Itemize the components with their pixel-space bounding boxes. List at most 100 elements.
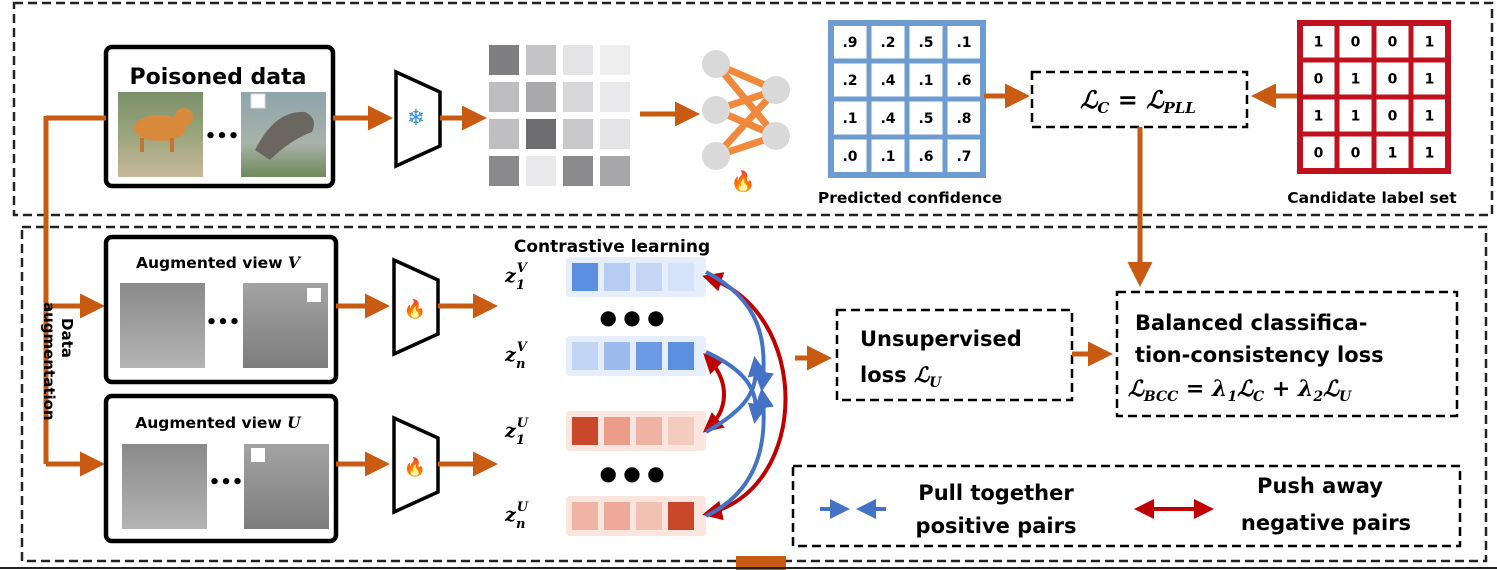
contrastive-learning-title: Contrastive learning bbox=[514, 237, 710, 257]
matrix-cell-value: .6 bbox=[918, 149, 933, 165]
view-u-image-1 bbox=[122, 444, 207, 529]
embedding-cell bbox=[636, 263, 662, 291]
bottom-tab bbox=[736, 556, 786, 570]
matrix-cell-value: 0 bbox=[1388, 109, 1398, 125]
legend-pull-line2: positive pairs bbox=[916, 514, 1077, 538]
view-v-trigger bbox=[307, 288, 321, 302]
ellipsis-top: ••• bbox=[205, 126, 240, 147]
flame-icon: 🔥 bbox=[404, 456, 426, 478]
data-augmentation-label: Dataaugmentation bbox=[40, 302, 76, 421]
matrix-cell-value: 1 bbox=[1388, 146, 1398, 162]
embedding-cell bbox=[668, 417, 694, 445]
contrastive-arrows bbox=[702, 270, 788, 521]
embedding-cell bbox=[668, 502, 694, 530]
embedding-cell bbox=[636, 502, 662, 530]
matrix-cell-value: .0 bbox=[842, 149, 857, 165]
embedding-cell bbox=[604, 502, 630, 530]
legend-pull-line1: Pull together bbox=[918, 481, 1074, 505]
bcc-line1: Balanced classifica- bbox=[1135, 311, 1367, 335]
embedding-cell bbox=[636, 342, 662, 370]
ellipsis-view-u: ••• bbox=[209, 472, 244, 493]
matrix-cell-value: 1 bbox=[1425, 72, 1435, 88]
matrix-cell-value: 0 bbox=[1388, 35, 1398, 51]
feature-cell bbox=[489, 119, 519, 149]
embedding-cell bbox=[668, 342, 694, 370]
matrix-cell-value: .5 bbox=[918, 111, 933, 127]
top-panel bbox=[12, 1, 1494, 217]
feature-cell bbox=[526, 82, 556, 112]
data-augmentation-connector bbox=[43, 115, 106, 477]
feature-cell bbox=[600, 45, 630, 75]
bcc-line2: tion-consistency loss bbox=[1135, 343, 1384, 367]
dots-u: ● ● ● bbox=[599, 461, 664, 485]
feature-cell bbox=[489, 82, 519, 112]
matrix-cell-value: .4 bbox=[880, 111, 895, 127]
bcc-loss-box bbox=[1115, 290, 1459, 418]
feature-cell bbox=[526, 156, 556, 186]
lc-pll-box bbox=[1030, 70, 1249, 129]
matrix-cell-value: .9 bbox=[842, 35, 857, 51]
matrix-cell-value: 0 bbox=[1314, 146, 1324, 162]
augmented-view-u-title: Augmented view U bbox=[135, 413, 302, 432]
augmented-view-v-title: Augmented view V bbox=[136, 253, 302, 272]
matrix-cell-value: 1 bbox=[1425, 35, 1435, 51]
wolf-image bbox=[241, 92, 326, 177]
embedding-vectors bbox=[566, 257, 706, 536]
feature-cell bbox=[563, 119, 593, 149]
predicted-confidence-matrix: .9.2.5.1.2.4.1.6.1.4.5.8.0.1.6.7 bbox=[828, 20, 986, 178]
matrix-cell-value: .7 bbox=[956, 149, 971, 165]
matrix-cell-value: .1 bbox=[842, 111, 857, 127]
flame-icon: 🔥 bbox=[404, 298, 426, 320]
predicted-confidence-label: Predicted confidence bbox=[818, 189, 1002, 207]
dog-image bbox=[118, 92, 203, 177]
embedding-cell bbox=[572, 502, 598, 530]
poisoned-data-title: Poisoned data bbox=[130, 65, 307, 90]
feature-map-grid bbox=[489, 45, 630, 186]
feature-cell bbox=[526, 45, 556, 75]
lc-pll-formula: ℒC = ℒPLL bbox=[1080, 85, 1196, 117]
matrix-cell-value: .1 bbox=[956, 35, 971, 51]
legend-push-line2: negative pairs bbox=[1241, 511, 1411, 535]
embedding-cell bbox=[604, 263, 630, 291]
candidate-label-set-label: Candidate label set bbox=[1287, 189, 1457, 207]
matrix-cell-value: 0 bbox=[1351, 146, 1361, 162]
matrix-cell-value: 0 bbox=[1351, 35, 1361, 51]
embedding-cell bbox=[636, 417, 662, 445]
matrix-cell-value: .2 bbox=[880, 35, 895, 51]
dots-v: ● ● ● bbox=[599, 305, 664, 329]
flame-icon: 🔥 bbox=[731, 169, 756, 193]
matrix-cell-value: .1 bbox=[918, 73, 933, 89]
matrix-cell-value: .5 bbox=[918, 35, 933, 51]
embedding-cell bbox=[604, 417, 630, 445]
encoder-icon bbox=[394, 69, 442, 169]
matrix-cell-value: 0 bbox=[1314, 72, 1324, 88]
feature-cell bbox=[489, 156, 519, 186]
matrix-cell-value: 1 bbox=[1314, 35, 1324, 51]
feature-cell bbox=[526, 119, 556, 149]
view-v-image-1 bbox=[120, 283, 205, 368]
embedding-cell bbox=[572, 417, 598, 445]
feature-cell bbox=[563, 156, 593, 186]
legend-box bbox=[791, 464, 1462, 548]
matrix-cell-value: .2 bbox=[842, 73, 857, 89]
matrix-cell-value: .1 bbox=[880, 149, 895, 165]
feature-cell bbox=[489, 45, 519, 75]
embedding-cell bbox=[604, 342, 630, 370]
matrix-cell-value: 1 bbox=[1351, 109, 1361, 125]
embedding-cell bbox=[572, 342, 598, 370]
encoder-v-icon bbox=[392, 257, 440, 357]
feature-cell bbox=[563, 45, 593, 75]
matrix-cell-value: .8 bbox=[956, 111, 971, 127]
unsupervised-loss-line1: Unsupervised bbox=[860, 327, 1022, 351]
embedding-cell bbox=[572, 263, 598, 291]
unsupervised-loss-line2: loss ℒU bbox=[860, 362, 942, 391]
matrix-cell-value: .4 bbox=[880, 73, 895, 89]
encoder-u-icon bbox=[392, 415, 440, 515]
feature-cell bbox=[563, 82, 593, 112]
